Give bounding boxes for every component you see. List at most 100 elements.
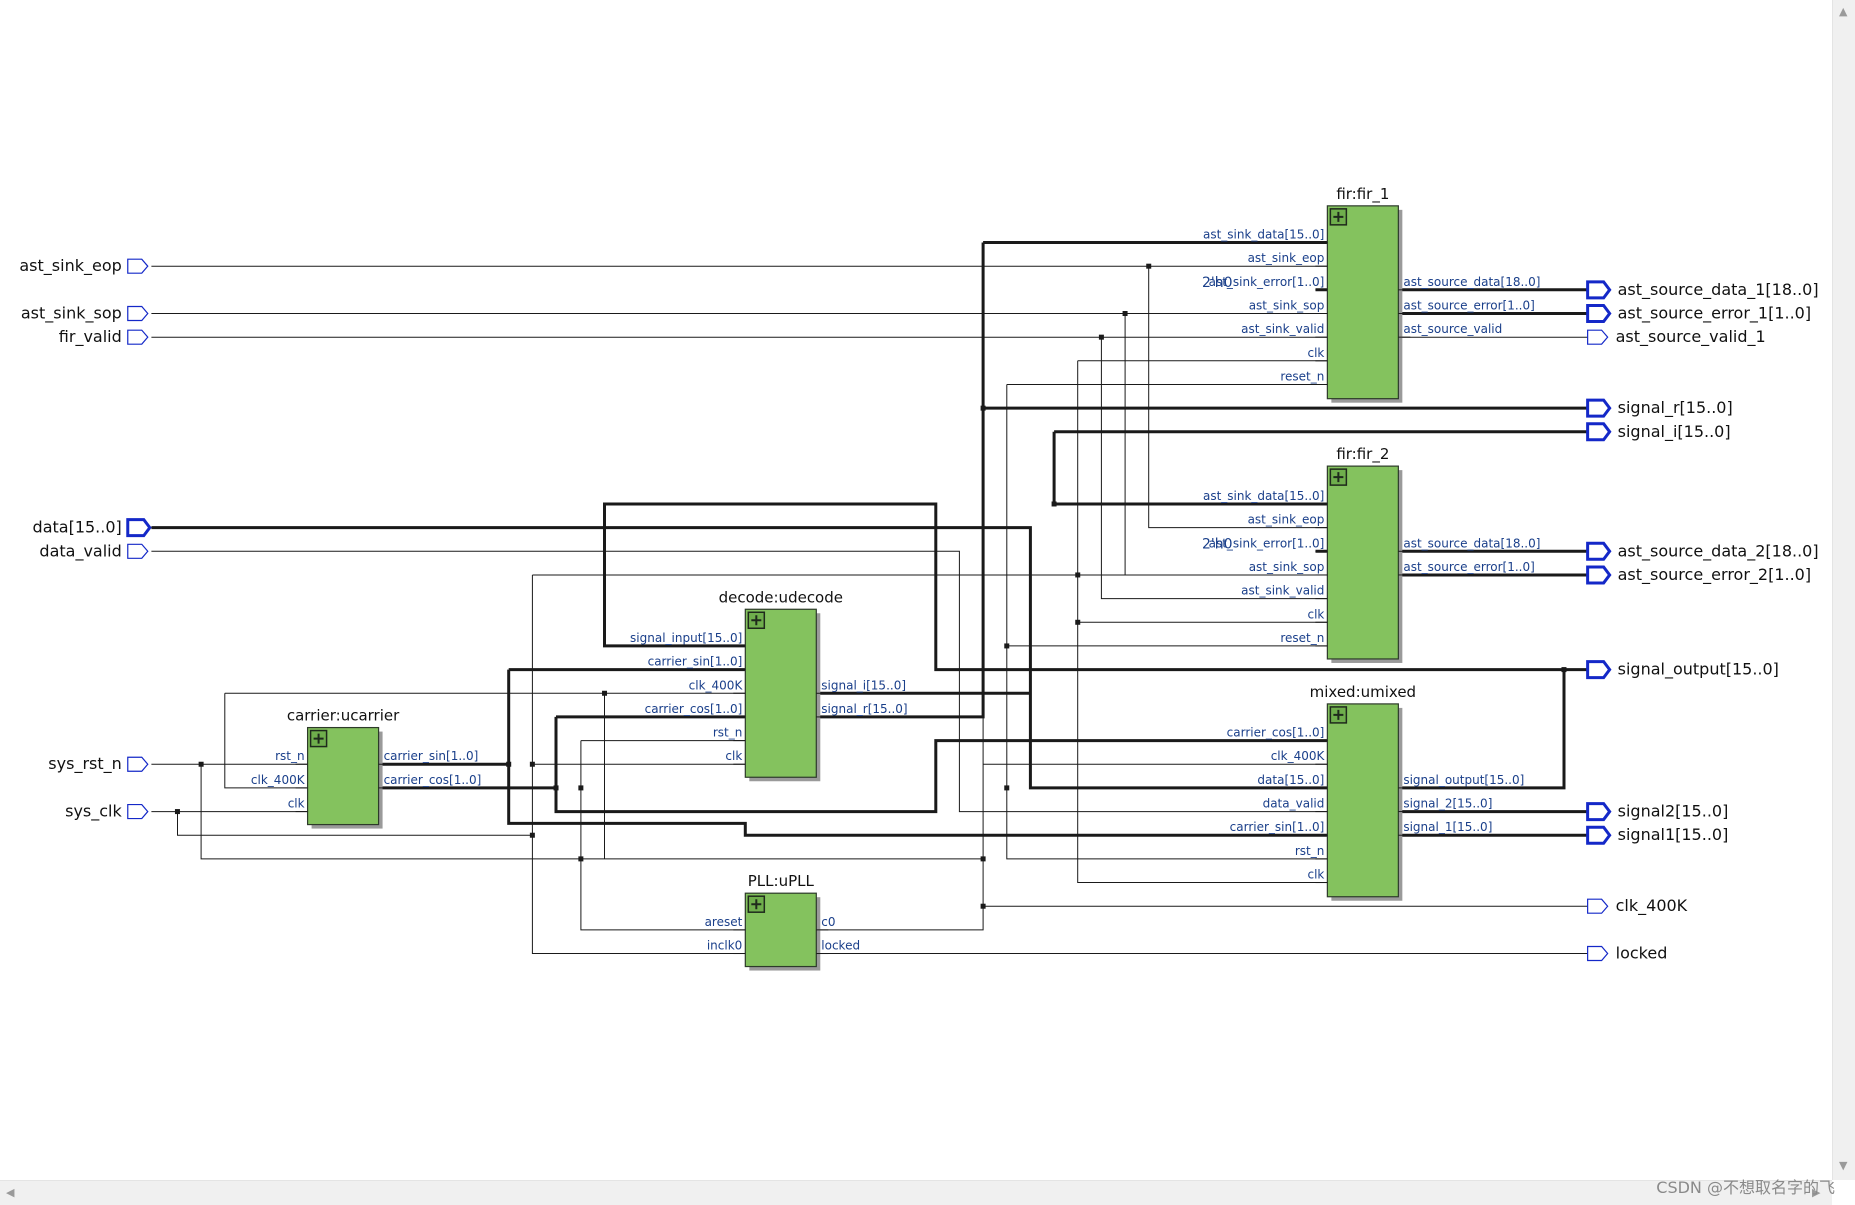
output-pin-icon — [1586, 304, 1612, 324]
wire — [224, 693, 308, 789]
input-pin-icon — [127, 258, 149, 274]
port-label: rst_n — [1295, 844, 1325, 858]
expand-icon[interactable] — [1329, 706, 1348, 724]
output-signal2[interactable]: signal2[15..0] — [1586, 802, 1729, 822]
junction-dot — [174, 809, 180, 815]
port-label: inclk0 — [707, 939, 742, 953]
input-pin-icon — [127, 803, 149, 820]
block-mixed[interactable]: mixed:umixedcarrier_cos[1..0]clk_400Kdat… — [1227, 683, 1525, 901]
pin-label: signal2[15..0] — [1618, 802, 1729, 821]
scroll-down-icon[interactable]: ▼ — [1839, 1159, 1848, 1172]
pin-label: ast_source_data_1[18..0] — [1618, 280, 1819, 300]
input-pin-icon — [126, 518, 152, 538]
output-ast_source_error_2[interactable]: ast_source_error_2[1..0] — [1586, 565, 1811, 585]
input-fir_valid[interactable]: fir_valid — [59, 327, 149, 347]
output-signal_output[interactable]: signal_output[15..0] — [1586, 660, 1779, 680]
junction-dot — [553, 785, 559, 791]
wire — [531, 575, 746, 954]
port-label: clk — [1307, 868, 1324, 882]
port-label: clk — [725, 749, 742, 763]
output-signal1[interactable]: signal1[15..0] — [1586, 825, 1729, 845]
wire — [554, 716, 1328, 814]
vertical-scrollbar[interactable]: ▲ ▼ — [1832, 0, 1855, 1180]
schematic-canvas[interactable]: fir:fir_1ast_sink_data[15..0]ast_sink_eo… — [0, 0, 1832, 1180]
expand-icon[interactable] — [309, 729, 328, 748]
output-pin-icon — [1586, 565, 1612, 585]
input-data_valid[interactable]: data_valid — [39, 541, 149, 561]
port-label: carrier_cos[1..0] — [384, 773, 482, 787]
wire — [1398, 668, 1588, 790]
expand-icon[interactable] — [747, 895, 766, 913]
junction-dot — [578, 856, 584, 862]
block-title: decode:udecode — [719, 588, 843, 606]
output-signal_r[interactable]: signal_r[15..0] — [1586, 398, 1733, 418]
expand-icon[interactable] — [1329, 468, 1348, 486]
output-ast_source_error_1[interactable]: ast_source_error_1[1..0] — [1586, 304, 1811, 324]
port-label: carrier_cos[1..0] — [645, 702, 743, 716]
junction-dot — [529, 832, 535, 838]
scroll-up-icon[interactable]: ▲ — [1839, 5, 1848, 18]
port-label: rst_n — [275, 749, 305, 763]
pin-label: signal_i[15..0] — [1618, 422, 1731, 442]
block-body — [744, 608, 817, 778]
port-label: carrier_sin[1..0] — [1230, 820, 1325, 834]
input-data[interactable]: data[15..0] — [33, 518, 152, 538]
port-label: signal_2[15..0] — [1403, 797, 1492, 811]
output-ast_source_data_1[interactable]: ast_source_data_1[18..0] — [1586, 280, 1819, 300]
block-carrier[interactable]: carrier:ucarrierrst_nclk_400Kclkcarrier_… — [251, 707, 481, 829]
watermark: CSDN @不想取名字的飞 — [1656, 1178, 1835, 1197]
junction-dot — [1075, 619, 1081, 625]
output-pin-icon — [1586, 541, 1612, 561]
output-ast_source_valid_1[interactable]: ast_source_valid_1 — [1587, 327, 1766, 347]
block-body — [1326, 205, 1399, 400]
port-label: ast_source_error[1..0] — [1403, 560, 1534, 574]
port-label: ast_source_data[18..0] — [1403, 536, 1540, 550]
output-pin-icon — [1586, 660, 1612, 680]
output-pin-icon — [1586, 422, 1612, 442]
block-body — [1326, 703, 1399, 898]
scroll-left-icon[interactable]: ◀ — [6, 1186, 15, 1199]
port-label: clk_400K — [1271, 749, 1326, 763]
port-label: clk — [288, 797, 305, 811]
output-locked[interactable]: locked — [1587, 944, 1668, 963]
block-decode[interactable]: decode:udecodesignal_input[15..0]carrier… — [630, 588, 908, 782]
port-label: ast_sink_error[1..0] — [1209, 536, 1325, 550]
input-sys_clk[interactable]: sys_clk — [65, 802, 149, 822]
junction-dot — [1146, 263, 1152, 269]
output-signal_i[interactable]: signal_i[15..0] — [1586, 422, 1731, 442]
junction-dot — [1004, 643, 1010, 649]
output-pin-icon — [1586, 398, 1612, 418]
block-title: fir:fir_1 — [1336, 185, 1389, 204]
port-label: locked — [821, 939, 860, 953]
output-clk_400K[interactable]: clk_400K — [1587, 896, 1688, 916]
input-ast_sink_eop[interactable]: ast_sink_eop — [19, 256, 149, 276]
horizontal-scrollbar[interactable]: ◀ ▶ — [0, 1180, 1832, 1205]
junction-dot — [1004, 785, 1010, 791]
port-label: reset_n — [1280, 369, 1324, 383]
expand-icon[interactable] — [747, 611, 766, 630]
output-pin-icon — [1587, 898, 1609, 914]
input-ast_sink_sop[interactable]: ast_sink_sop — [21, 304, 149, 324]
block-fir2[interactable]: fir:fir_2ast_sink_data[15..0]ast_sink_eo… — [1202, 445, 1540, 663]
pin-label: data[15..0] — [33, 518, 122, 537]
output-pin-icon — [1587, 945, 1609, 962]
scroll-right-icon[interactable]: ▶ — [1812, 1186, 1821, 1199]
port-label: signal_i[15..0] — [821, 678, 906, 692]
port-label: ast_sink_valid — [1241, 322, 1324, 336]
expand-icon[interactable] — [1329, 208, 1348, 226]
junction-dot — [198, 761, 204, 767]
port-label: clk_400K — [689, 678, 744, 692]
junction-dot — [980, 856, 986, 862]
port-label: clk — [1307, 346, 1324, 360]
wire — [507, 669, 1328, 837]
port-label: ast_sink_error[1..0] — [1209, 275, 1325, 289]
pin-label: ast_source_valid_1 — [1616, 327, 1766, 347]
input-sys_rst_n[interactable]: sys_rst_n — [48, 754, 149, 774]
port-label: ast_source_valid — [1403, 322, 1502, 336]
port-label: ast_sink_valid — [1241, 584, 1324, 598]
pin-label: ast_source_error_1[1..0] — [1618, 304, 1811, 324]
output-ast_source_data_2[interactable]: ast_source_data_2[18..0] — [1586, 541, 1819, 561]
block-title: carrier:ucarrier — [287, 707, 400, 725]
block-fir1[interactable]: fir:fir_1ast_sink_data[15..0]ast_sink_eo… — [1202, 185, 1540, 403]
